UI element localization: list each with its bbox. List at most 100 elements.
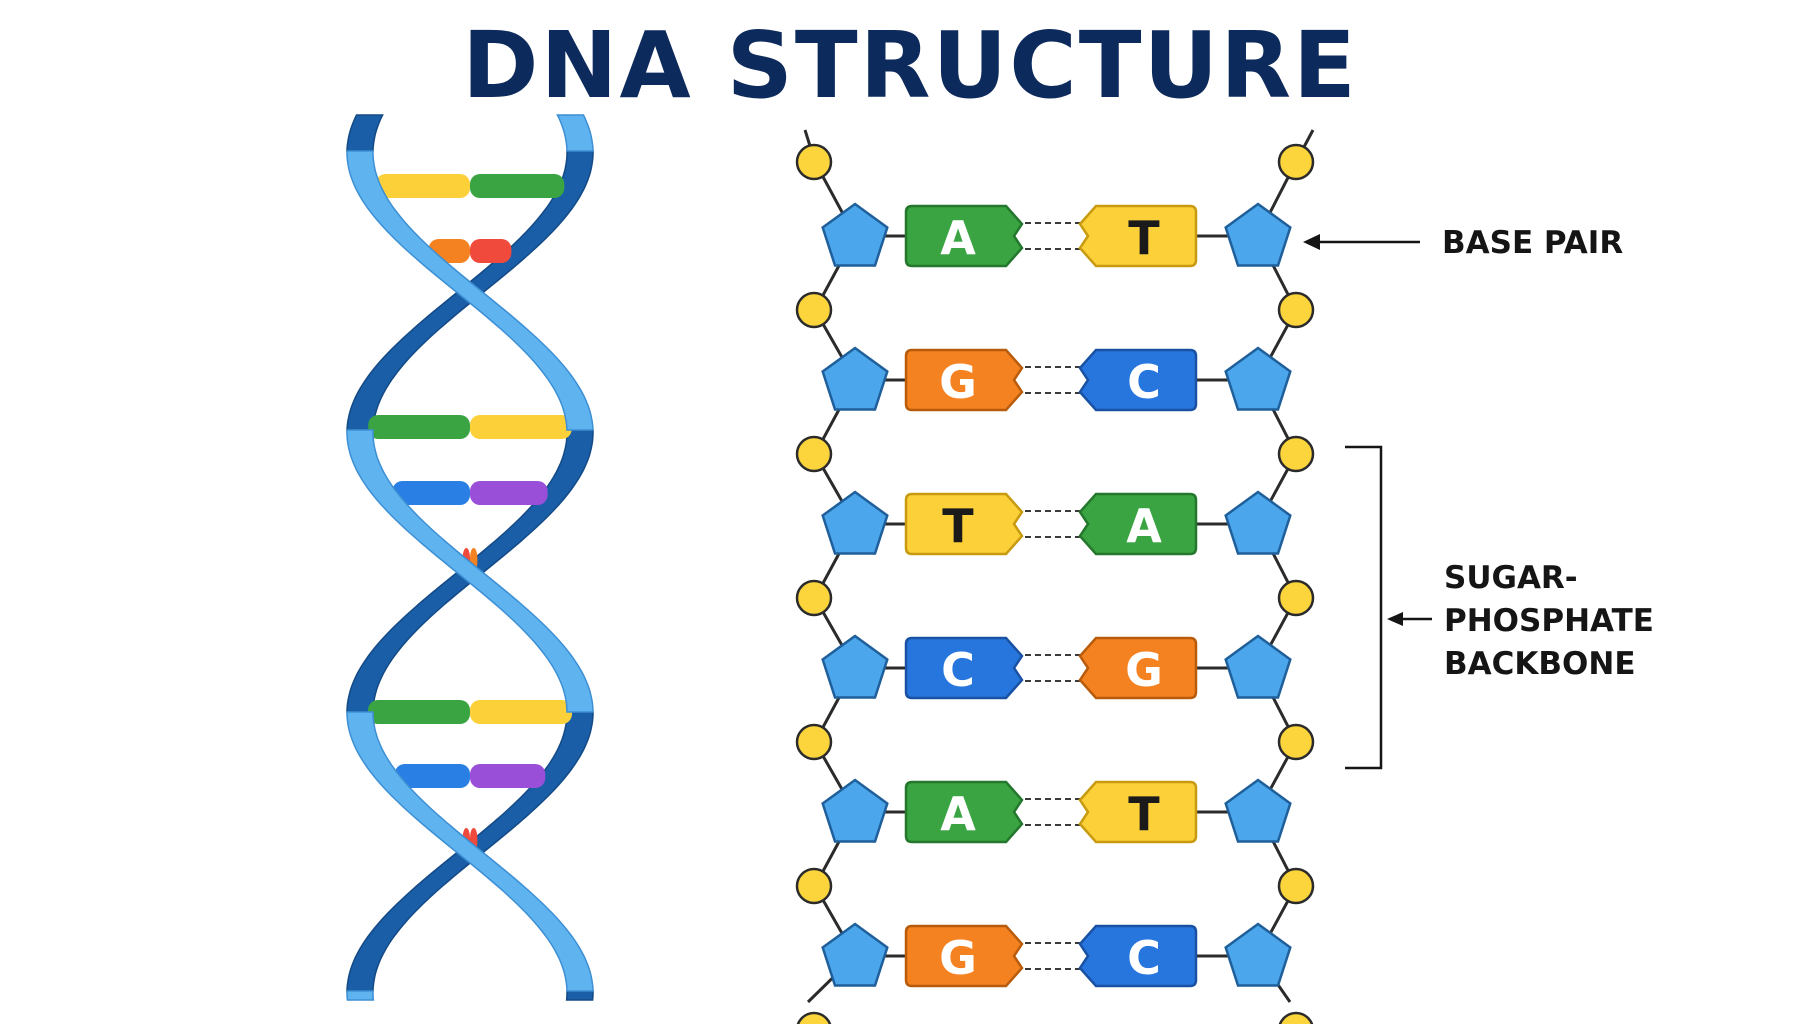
helix-rung-right xyxy=(470,174,565,198)
base-letter: G xyxy=(939,355,977,409)
phosphate-circle xyxy=(1277,723,1315,761)
base-pair-annotation: BASE PAIR xyxy=(1303,225,1623,261)
base-tile-c: C xyxy=(1078,924,1198,988)
sugar-pentagon xyxy=(821,634,889,699)
phosphate-circle xyxy=(1277,867,1315,905)
base-tile-g: G xyxy=(904,924,1024,988)
phosphate-circle xyxy=(1277,291,1315,329)
page-title: DNA STRUCTURE xyxy=(462,12,1358,119)
helix-rung-right xyxy=(470,764,546,788)
base-tile-shape xyxy=(904,348,1024,412)
base-tile-shape xyxy=(1078,924,1198,988)
base-letter: G xyxy=(939,931,977,985)
base-letter: A xyxy=(940,787,976,841)
base-tile-shape xyxy=(904,924,1024,988)
helix-strand-segment xyxy=(556,114,594,152)
phosphate-circle xyxy=(1278,1011,1314,1024)
sugar-pentagon xyxy=(1224,634,1292,699)
backbone-label-line1: SUGAR- xyxy=(1444,560,1578,596)
base-tile-shape xyxy=(904,204,1024,268)
sugar-pentagon xyxy=(821,202,889,267)
backbone-label-line2: PHOSPHATE xyxy=(1444,603,1654,639)
base-letter: T xyxy=(1128,211,1160,265)
sugar-pentagon xyxy=(1224,778,1292,843)
base-letter: A xyxy=(1126,499,1162,553)
base-letter: A xyxy=(940,211,976,265)
base-tile-c: C xyxy=(904,636,1024,700)
sugar-pentagon xyxy=(821,922,889,987)
phosphate-circle xyxy=(1277,143,1315,181)
helix-back-layer xyxy=(346,114,594,1001)
helix-rung-right xyxy=(470,481,548,505)
base-pair-arrowhead xyxy=(1303,234,1320,250)
helix-rungs xyxy=(368,174,572,852)
backbone-annotation: SUGAR- PHOSPHATE BACKBONE xyxy=(1345,445,1654,770)
helix-strand-segment xyxy=(346,711,594,992)
sugar-pentagon xyxy=(821,490,889,555)
phosphate-circle xyxy=(796,1011,832,1024)
base-tile-shape xyxy=(904,636,1024,700)
base-tile-t: T xyxy=(1078,204,1198,268)
helix-strand-segment xyxy=(565,990,594,1001)
base-letter: C xyxy=(941,643,975,697)
helix-rung-left xyxy=(368,415,470,439)
helix-strand-segment xyxy=(346,990,375,1001)
backbone-label-line3: BACKBONE xyxy=(1444,646,1636,682)
helix-strand-segment xyxy=(346,150,594,431)
sugar-pentagon xyxy=(1224,490,1292,555)
phosphate-circle xyxy=(1277,435,1315,473)
phosphate-circle xyxy=(795,579,833,617)
backbone-bracket xyxy=(1345,445,1383,770)
base-tile-shape xyxy=(1078,204,1198,268)
sugar-pentagon xyxy=(1224,346,1292,411)
base-tile-shape xyxy=(904,780,1024,844)
base-tile-a: A xyxy=(1078,492,1198,556)
backbone-arrowhead xyxy=(1387,612,1403,626)
base-tile-shape xyxy=(1078,348,1198,412)
base-pair-label: BASE PAIR xyxy=(1442,225,1623,261)
base-letter: C xyxy=(1127,355,1161,409)
base-letter: C xyxy=(1127,931,1161,985)
base-tile-t: T xyxy=(1078,780,1198,844)
phosphate-circle xyxy=(795,867,833,905)
base-tile-g: G xyxy=(904,348,1024,412)
phosphate-circle xyxy=(795,143,833,181)
phosphate-circle xyxy=(795,435,833,473)
base-tile-a: A xyxy=(904,780,1024,844)
base-tile-c: C xyxy=(1078,348,1198,412)
helix-rung-right xyxy=(470,239,512,263)
base-letter: T xyxy=(1128,787,1160,841)
base-tile-shape xyxy=(1078,780,1198,844)
sugar-pentagon xyxy=(821,778,889,843)
helix-strand-segment xyxy=(346,429,594,713)
sugar-pentagon xyxy=(1224,922,1292,987)
helix-rung-left xyxy=(394,764,470,788)
helix-front-layer xyxy=(346,114,594,1001)
sugar-pentagon xyxy=(1224,202,1292,267)
helix-rung-right xyxy=(470,415,572,439)
sugar-pentagon xyxy=(821,346,889,411)
helix-rung-left xyxy=(392,481,470,505)
double-helix-illustration xyxy=(346,114,594,1001)
base-tile-shape xyxy=(1078,636,1198,700)
base-tile-g: G xyxy=(1078,636,1198,700)
phosphate-groups xyxy=(795,143,1315,1024)
helix-rung-left xyxy=(368,700,470,724)
helix-strand-segment xyxy=(346,114,384,152)
base-tile-a: A xyxy=(904,204,1024,268)
phosphate-circle xyxy=(795,723,833,761)
base-tile-shape xyxy=(1078,492,1198,556)
base-letter: T xyxy=(942,499,974,553)
helix-rung-right xyxy=(470,700,572,724)
base-tile-t: T xyxy=(904,492,1024,556)
helix-rung-left xyxy=(375,174,470,198)
base-tile-shape xyxy=(904,492,1024,556)
